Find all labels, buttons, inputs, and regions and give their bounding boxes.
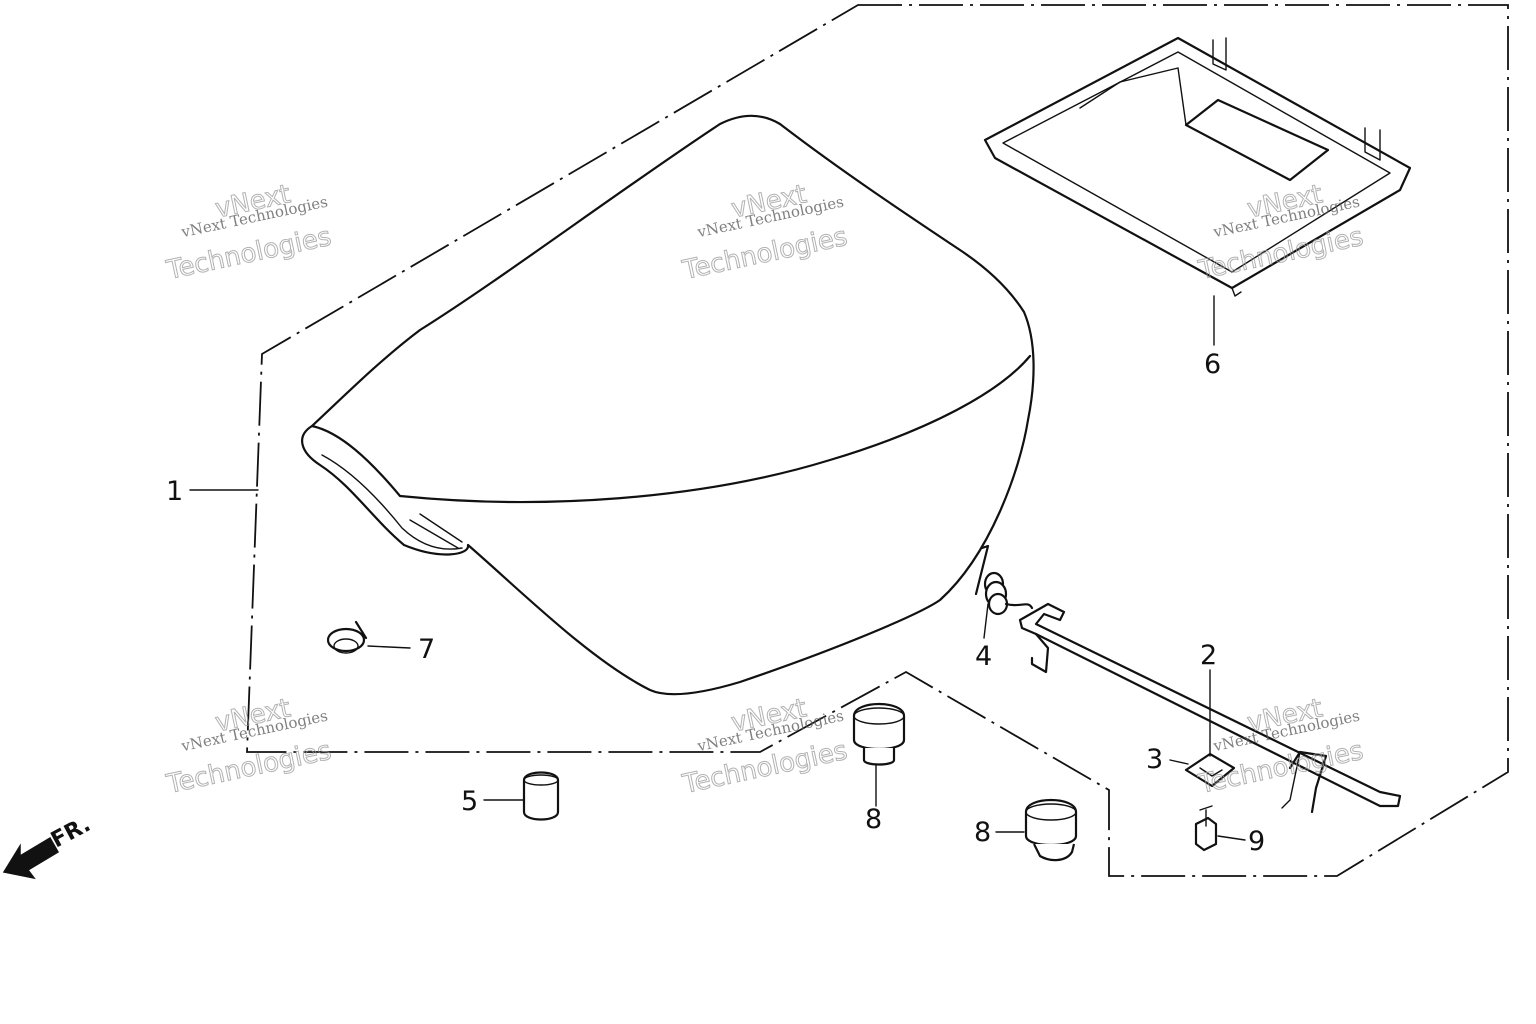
callout-1: 1 [166,476,183,507]
return-spring [974,544,1034,616]
rubber-cushion-2 [1024,798,1078,862]
assembly-frame [246,4,1509,877]
callout-4: 4 [975,641,992,672]
callout-7: 7 [418,634,435,665]
collar [1184,752,1236,788]
callout-8-upper: 8 [865,804,882,835]
front-direction-arrow: FR. [2,812,95,880]
seat-assembly [301,114,1035,696]
watermark-4: vNext vNext Technologies Technologies [163,693,335,801]
watermark-1: vNext vNext Technologies Technologies [163,179,335,287]
callout-9: 9 [1248,826,1265,857]
callout-3: 3 [1146,744,1163,775]
callout-5: 5 [461,786,478,817]
seat-lock-rod [1018,602,1402,814]
watermark-5: vNext vNext Technologies Technologies [679,693,851,801]
cushion [522,771,560,821]
callout-2: 2 [1200,640,1217,671]
leader-lines [189,295,1246,841]
callout-8-lower: 8 [974,817,991,848]
callout-6: 6 [1204,349,1221,380]
rubber-cushion-1 [852,702,906,766]
bolt [1194,805,1218,852]
grommet [326,620,368,654]
seat-bottom-plate [983,36,1412,297]
